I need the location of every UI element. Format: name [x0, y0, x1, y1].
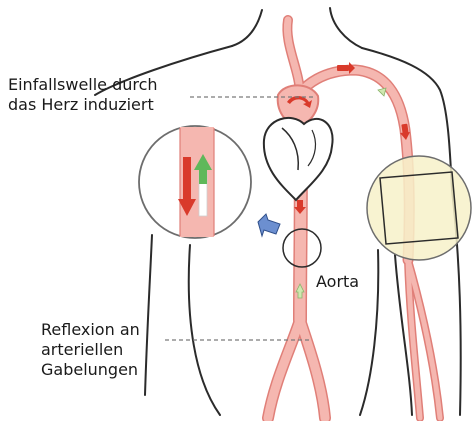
aorta-down-arrow-icon	[297, 200, 303, 208]
reflection-label-line-1: Reflexion an	[41, 320, 140, 340]
incident-wave-label-line-1: Einfallswelle durch	[8, 75, 158, 95]
incident-wave-label: Einfallswelle durch das Herz induziert	[8, 75, 158, 115]
neck-right	[330, 8, 362, 48]
left-iliac	[268, 320, 300, 418]
reflection-label: Reflexion an arteriellen Gabelungen	[41, 320, 140, 380]
arch-reflect-arrow-icon	[378, 88, 386, 96]
arch-top-arrow-icon	[337, 65, 349, 71]
incident-wave-label-line-2: das Herz induziert	[8, 95, 158, 115]
reflection-label-line-2: arteriellen	[41, 340, 140, 360]
magnifier	[139, 126, 251, 238]
torso-left	[189, 245, 220, 415]
neck-left	[232, 10, 262, 46]
blue-arrow-icon	[258, 214, 280, 236]
reflection-label-line-3: Gabelungen	[41, 360, 140, 380]
left-arm	[145, 235, 152, 395]
blood-pressure-cuff	[367, 156, 471, 260]
heart-icon	[264, 118, 333, 200]
carotid-artery	[287, 20, 300, 95]
torso-right	[360, 250, 378, 415]
aorta-label: Aorta	[316, 272, 359, 292]
